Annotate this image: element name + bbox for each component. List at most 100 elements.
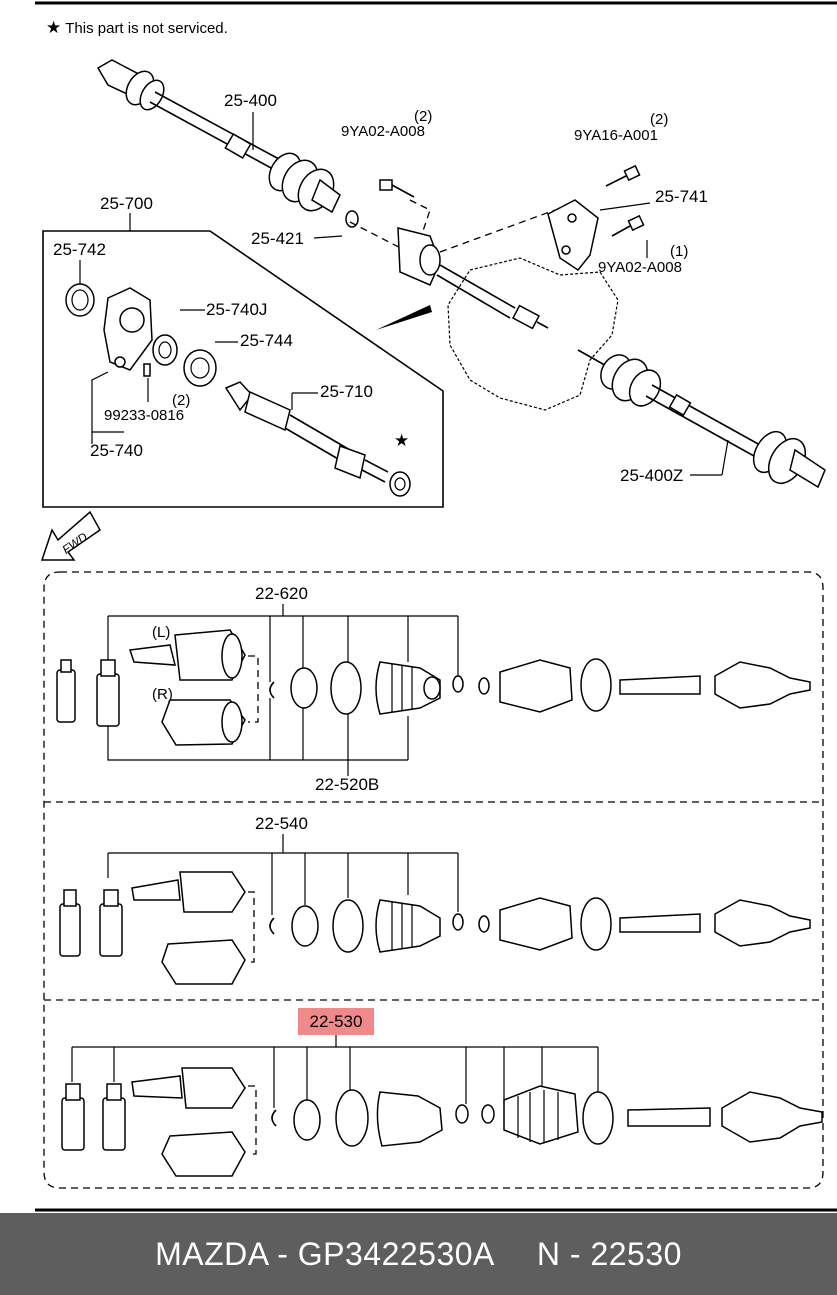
label-25-740: 25-740 bbox=[90, 441, 143, 460]
parts-diagram: 25-400 25-421 (2) 9YA02-A008 (2) 9YA16-A… bbox=[35, 1, 837, 1212]
inner-joint-left[interactable] bbox=[131, 1067, 246, 1109]
outer-joint[interactable] bbox=[714, 661, 811, 709]
qty-label: (2) bbox=[650, 111, 668, 128]
part-label-22-530: 22-530 bbox=[309, 1012, 363, 1031]
boot-outer[interactable] bbox=[499, 897, 573, 951]
footer-ref-number: N - 22530 bbox=[536, 1235, 682, 1272]
pointer-wedge bbox=[376, 305, 432, 330]
bolt-9ya16-a001[interactable] bbox=[605, 164, 641, 187]
label-25-742: 25-742 bbox=[53, 240, 106, 259]
leader-25-741 bbox=[599, 202, 651, 211]
boot-band-outer[interactable] bbox=[580, 897, 612, 951]
label-25-421: 25-421 bbox=[251, 229, 304, 248]
label-25-744: 25-744 bbox=[240, 331, 293, 350]
inner-joint-left[interactable] bbox=[131, 871, 246, 913]
label-25-400z: 25-400Z bbox=[620, 466, 683, 485]
leader-25-421 bbox=[313, 235, 343, 239]
bolt-9ya02-a008-bottom[interactable] bbox=[611, 214, 645, 237]
inner-joint-right[interactable] bbox=[161, 939, 246, 985]
qty-label: (1) bbox=[670, 243, 688, 260]
label-22-620: 22-620 bbox=[255, 584, 308, 603]
label-25-400: 25-400 bbox=[224, 91, 277, 110]
drive-shaft-right[interactable] bbox=[577, 349, 826, 489]
qty-label: (2) bbox=[414, 108, 432, 125]
snap-ring[interactable] bbox=[269, 917, 275, 935]
dust-seal-not-serviced[interactable] bbox=[389, 471, 411, 497]
shaft[interactable] bbox=[627, 1107, 711, 1127]
subassembly-box bbox=[42, 230, 444, 508]
grease-tube-plain[interactable] bbox=[56, 659, 76, 723]
label-99233-0816: 99233-0816 bbox=[104, 407, 184, 424]
boot-band[interactable] bbox=[332, 899, 364, 953]
grease-tube[interactable] bbox=[59, 889, 81, 957]
kit-bracket-22-530 bbox=[71, 1046, 598, 1082]
left-label: (L) bbox=[152, 624, 170, 641]
label-25-700: 25-700 bbox=[100, 194, 153, 213]
boot-clamp-small[interactable] bbox=[452, 675, 464, 693]
shaft[interactable] bbox=[619, 913, 701, 933]
clip-ring[interactable] bbox=[293, 1099, 321, 1141]
highlighted-part-box[interactable]: 22-530 bbox=[298, 1008, 374, 1035]
boot-clamp-small[interactable] bbox=[478, 915, 490, 933]
circlip-25-421[interactable] bbox=[345, 210, 359, 228]
footer-part-number: MAZDA - GP3422530A bbox=[155, 1235, 495, 1272]
clip-ring[interactable] bbox=[290, 667, 318, 709]
clip-ring[interactable] bbox=[291, 905, 319, 947]
boot-clamp-small[interactable] bbox=[452, 913, 464, 931]
pin-99233[interactable] bbox=[143, 363, 151, 377]
grease-tube[interactable] bbox=[99, 889, 123, 957]
boot-clamp-small[interactable] bbox=[478, 677, 490, 695]
outer-joint[interactable] bbox=[714, 899, 811, 947]
intermediate-shaft-25-710[interactable] bbox=[224, 381, 389, 483]
bearing-support[interactable] bbox=[397, 227, 516, 319]
boot-inner[interactable] bbox=[375, 661, 441, 715]
bracket-25-741[interactable] bbox=[547, 199, 599, 272]
dash-guide bbox=[248, 655, 259, 723]
bolt-9ya02-a008-top[interactable] bbox=[379, 179, 415, 198]
boot-outer[interactable] bbox=[499, 659, 573, 713]
boot-clamp-small[interactable] bbox=[455, 1104, 469, 1124]
shaft[interactable] bbox=[619, 675, 701, 695]
grease-tube[interactable] bbox=[102, 1083, 126, 1151]
boot-clamp-small[interactable] bbox=[481, 1104, 495, 1124]
label-25-710: 25-710 bbox=[320, 382, 373, 401]
drive-shaft-left[interactable] bbox=[96, 59, 341, 217]
snap-ring[interactable] bbox=[271, 1109, 277, 1127]
intermediate-shaft-end[interactable] bbox=[511, 304, 549, 330]
kit-bracket-22-540 bbox=[107, 852, 458, 878]
label-9ya02-a008-bottom: 9YA02-A008 bbox=[598, 259, 682, 276]
bearing-25-740j[interactable] bbox=[152, 334, 178, 366]
boot-band[interactable] bbox=[330, 661, 362, 715]
boot-band[interactable] bbox=[335, 1089, 369, 1147]
label-9ya02-a008-top: 9YA02-A008 bbox=[341, 123, 425, 140]
snap-ring[interactable] bbox=[269, 681, 275, 699]
grease-tube[interactable] bbox=[96, 659, 120, 727]
dash-guide bbox=[439, 209, 556, 253]
grease-tube[interactable] bbox=[61, 1083, 85, 1151]
inner-joint-left[interactable] bbox=[128, 629, 246, 681]
inner-joint-right[interactable] bbox=[161, 699, 246, 746]
inner-joint-right[interactable] bbox=[161, 1131, 246, 1177]
label-25-740j: 25-740J bbox=[206, 300, 267, 319]
dash-guide bbox=[248, 1085, 257, 1155]
boot-inner[interactable] bbox=[375, 899, 441, 953]
fwd-arrow-icon: FWD bbox=[40, 510, 101, 561]
label-22-520b: 22-520B bbox=[315, 775, 379, 794]
boot-band-outer[interactable] bbox=[582, 1091, 614, 1145]
bearing-housing-25-740[interactable] bbox=[103, 287, 153, 371]
footer-bar: MAZDA - GP3422530A N - 22530 bbox=[0, 1213, 837, 1295]
outer-joint[interactable] bbox=[721, 1091, 823, 1143]
boot-outer[interactable] bbox=[503, 1085, 579, 1145]
leader-25-400z bbox=[721, 439, 729, 476]
label-25-741: 25-741 bbox=[655, 187, 708, 206]
label-22-540: 22-540 bbox=[255, 814, 308, 833]
boot-inner[interactable] bbox=[376, 1091, 443, 1147]
boot-band-outer[interactable] bbox=[580, 658, 612, 712]
seal-25-742[interactable] bbox=[65, 283, 95, 317]
star-icon: ★ bbox=[46, 18, 62, 37]
star-mark-icon: ★ bbox=[394, 431, 409, 450]
bracket-25-740 bbox=[91, 371, 124, 433]
not-serviced-notice: ★This part is not serviced. bbox=[46, 18, 228, 38]
qty-label: (2) bbox=[172, 392, 190, 409]
seal-25-744[interactable] bbox=[183, 349, 217, 387]
